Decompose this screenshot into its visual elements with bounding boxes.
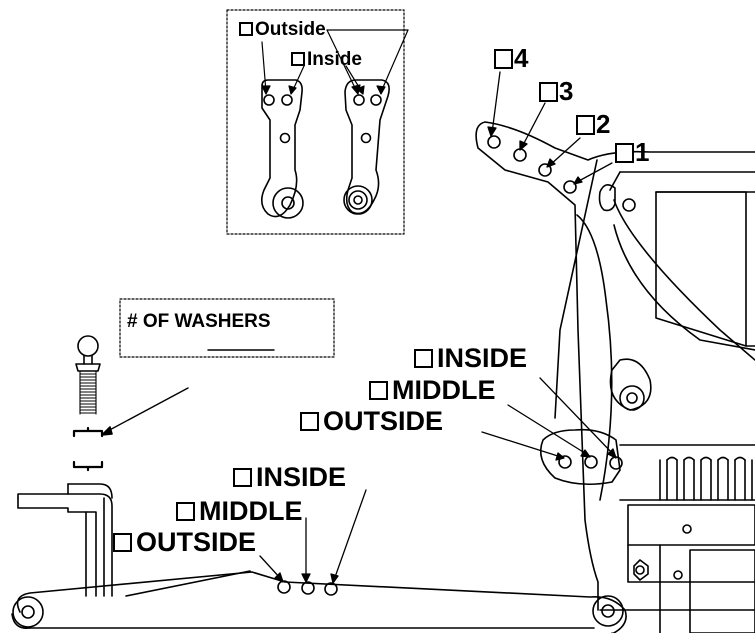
tower-hole-4-label: 4 — [494, 45, 528, 71]
inset-frame — [226, 9, 405, 235]
steering-arm-left — [260, 79, 304, 219]
checkbox-lower-outside[interactable] — [113, 533, 132, 552]
lower-outside-label: OUTSIDE — [113, 529, 256, 556]
inset-outside-label: Outside — [239, 20, 326, 39]
shock-tower — [475, 121, 755, 611]
checkbox-upper-outside[interactable] — [300, 412, 319, 431]
checkbox-hole-1[interactable] — [615, 143, 634, 163]
checkbox-hole-3[interactable] — [539, 82, 558, 102]
checkbox-hole-2[interactable] — [576, 115, 595, 135]
label-leaders — [259, 71, 617, 584]
chassis-side — [599, 456, 755, 633]
lower-inside-label: INSIDE — [233, 464, 346, 491]
lower-middle-label: MIDDLE — [176, 498, 303, 525]
tower-hole-2-label: 2 — [576, 111, 610, 137]
upper-outside-label: OUTSIDE — [300, 408, 443, 435]
tower-hole-3-label: 3 — [539, 78, 573, 104]
hub-carrier — [17, 483, 113, 597]
checkbox-inside-inset[interactable] — [291, 52, 305, 66]
washer-brackets — [72, 426, 104, 472]
washers-arrowhead — [101, 426, 113, 436]
steering-arm-right — [343, 79, 390, 215]
ball-stud-thread — [79, 370, 97, 415]
checkbox-upper-middle[interactable] — [369, 381, 388, 400]
tower-hole-1-label: 1 — [615, 139, 649, 165]
checkbox-hole-4[interactable] — [494, 49, 513, 69]
inset-inside-label: Inside — [291, 50, 362, 69]
checkbox-upper-inside[interactable] — [414, 349, 433, 368]
inset-leaders — [261, 29, 409, 95]
lower-arm — [11, 570, 627, 633]
upper-middle-label: MIDDLE — [369, 377, 496, 404]
checkbox-lower-inside[interactable] — [233, 468, 252, 487]
washers-leader — [103, 387, 189, 434]
checkbox-lower-middle[interactable] — [176, 502, 195, 521]
washers-label: # OF WASHERS — [127, 311, 271, 332]
upper-inside-label: INSIDE — [414, 345, 527, 372]
checkbox-outside-inset[interactable] — [239, 22, 253, 36]
ball-stud — [75, 335, 101, 372]
